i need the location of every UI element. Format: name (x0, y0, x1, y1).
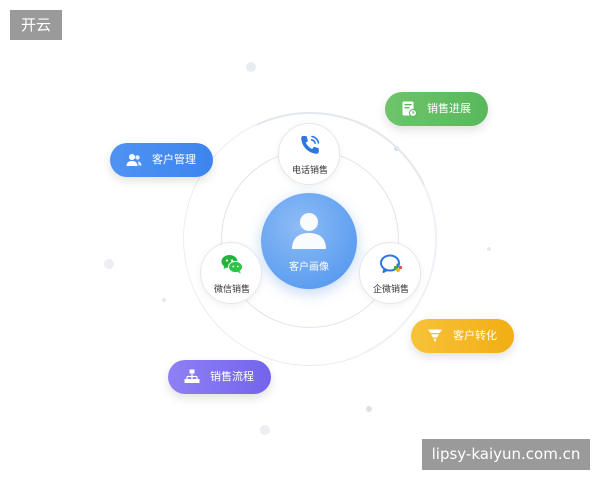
decor-dot (104, 259, 114, 269)
decor-dot (260, 425, 270, 435)
enterprise-wechat-icon (380, 254, 403, 273)
center-customer-portrait[interactable]: 客户画像 (261, 193, 357, 289)
watermark-bottom-right: lipsy-kaiyun.com.cn (422, 439, 590, 470)
node-wechat-sales[interactable]: 微信销售 (200, 242, 262, 304)
pill-customer-conversion[interactable]: 客户转化 (411, 319, 514, 353)
decor-dot (162, 298, 166, 302)
decor-dot (487, 247, 491, 251)
node-enterprise-wechat-sales[interactable]: 企微销售 (359, 242, 421, 304)
decor-dot (246, 62, 256, 72)
outer-ring (183, 112, 437, 366)
phone-icon (301, 135, 320, 154)
decor-dot (366, 406, 372, 412)
users-icon (126, 154, 142, 166)
document-chart-icon (402, 101, 417, 117)
funnel-icon (428, 329, 442, 343)
watermark-top-left: 开云 (10, 10, 62, 40)
node-label: 微信销售 (213, 285, 250, 295)
pill-customer-management[interactable]: 客户管理 (110, 143, 213, 177)
pill-label: 销售进展 (427, 102, 471, 115)
user-avatar-icon (292, 213, 326, 249)
pill-label: 客户管理 (152, 153, 196, 166)
node-phone-sales[interactable]: 电话销售 (278, 123, 340, 185)
hierarchy-icon (184, 369, 200, 383)
node-label: 电话销售 (291, 166, 328, 176)
center-label: 客户画像 (289, 262, 329, 273)
pill-sales-flow[interactable]: 销售流程 (168, 360, 271, 394)
pill-label: 客户转化 (453, 329, 497, 342)
pill-label: 销售流程 (210, 370, 254, 383)
node-label: 企微销售 (372, 285, 409, 295)
wechat-icon (221, 255, 243, 274)
pill-sales-progress[interactable]: 销售进展 (385, 92, 488, 126)
